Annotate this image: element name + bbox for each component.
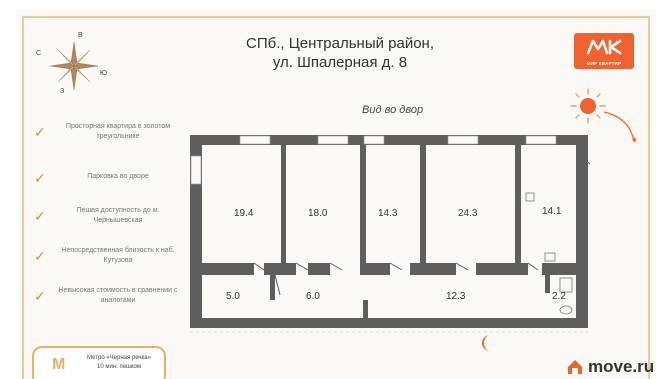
feature-text: Невысокая стоимость в сравнении с аналог…: [58, 287, 178, 304]
metro-badge: M Метро «Черная речка» 10 мин. пешком: [32, 346, 166, 379]
room-area-label: 12.3: [446, 291, 466, 302]
feature-item: ✓ Просторная квартира в золотом треуголь…: [26, 122, 176, 152]
check-icon: ✓: [34, 170, 46, 186]
title-line-1: СПб., Центральный район,: [245, 35, 435, 52]
feature-text: Пешая доступность до м. Чернышевская: [76, 207, 160, 224]
room-area-label: 14.1: [542, 206, 562, 217]
moon-icon: [480, 334, 494, 352]
feature-item: ✓ Парковка во дворе: [26, 168, 176, 198]
compass-label-west: З: [60, 88, 65, 95]
decorative-border: [22, 16, 650, 379]
room-area-label: 2.2: [552, 291, 566, 302]
feature-item: ✓ Пешая доступность до м. Чернышевская: [26, 206, 176, 236]
compass-label-south: Ю: [100, 70, 108, 77]
compass-rose-icon: В С Ю З: [36, 32, 108, 96]
sun-icon: [568, 86, 608, 126]
watermark-text: move.ru: [588, 357, 655, 376]
feature-text: Непосредственная близость к наб. Кутузов…: [61, 247, 175, 264]
feature-item: ✓ Непосредственная близость к наб. Кутуз…: [26, 246, 176, 276]
feature-item: ✓ Невысокая стоимость в сравнении с анал…: [26, 286, 178, 316]
check-icon: ✓: [34, 288, 46, 304]
sun-path-arc: [603, 111, 636, 143]
courtyard-view-label: Вид во двор: [362, 104, 424, 116]
room-area-label: 6.0: [306, 291, 320, 302]
room-area-label: 18.0: [308, 208, 328, 219]
room-area-label: 19.4: [234, 208, 254, 219]
check-icon: ✓: [34, 248, 46, 264]
listing-card: [16, 10, 656, 379]
feature-text: Парковка во дворе: [87, 173, 149, 180]
room-area-label: 24.3: [458, 208, 478, 219]
check-icon: ✓: [34, 208, 46, 224]
logo-mark-icon: [586, 39, 622, 55]
floor-plan-drawing: [190, 135, 599, 333]
check-icon: ✓: [34, 124, 46, 140]
metro-icon: M: [52, 356, 66, 373]
compass-label-east: В: [78, 32, 83, 39]
metro-station: Метро «Черная речка»: [87, 355, 151, 361]
metro-text: Метро «Черная речка» 10 мин. пешком: [80, 354, 158, 372]
brand-logo: МИР КВАРТИР: [574, 33, 634, 69]
room-area-label: 14.3: [378, 208, 398, 219]
title-line-2: ул. Шпалерная д. 8: [272, 54, 408, 71]
compass-label-north: С: [36, 50, 42, 57]
page-title: СПб., Центральный район, ул. Шпалерная д…: [230, 34, 450, 72]
logo-caption: МИР КВАРТИР: [586, 61, 622, 66]
floor-plan: 19.4 18.0 14.3 24.3 14.1 5.0 6.0 12.3 2.…: [190, 90, 599, 340]
feature-text: Просторная квартира в золотом треугольни…: [65, 123, 171, 140]
room-area-label: 5.0: [226, 291, 240, 302]
move-house-icon: [568, 360, 582, 374]
metro-walk-time: 10 мин. пешком: [96, 364, 142, 370]
